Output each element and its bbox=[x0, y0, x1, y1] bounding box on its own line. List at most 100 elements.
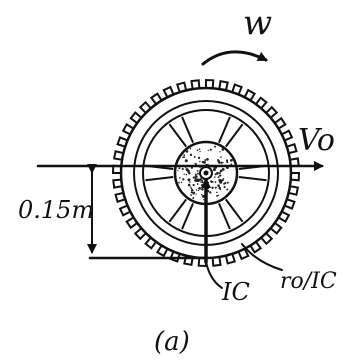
spoke-line bbox=[218, 116, 231, 144]
hub-dot bbox=[183, 173, 185, 175]
hub-dot bbox=[223, 182, 226, 185]
hub-dot bbox=[214, 145, 217, 148]
hub-dot bbox=[220, 156, 222, 158]
hub-dot bbox=[182, 156, 184, 158]
tire-tooth bbox=[162, 85, 175, 98]
tire-tooth bbox=[114, 191, 126, 204]
tire-tooth bbox=[249, 241, 263, 254]
tire-tooth bbox=[231, 83, 243, 95]
hub-dot bbox=[183, 154, 186, 157]
hub-dot bbox=[214, 181, 217, 184]
hub-dot bbox=[189, 148, 192, 150]
tire-tooth bbox=[121, 123, 135, 136]
hub-dot bbox=[230, 159, 233, 162]
hub-dot bbox=[206, 158, 209, 161]
hub-dot bbox=[211, 180, 214, 183]
hub-dot bbox=[185, 150, 189, 153]
tire-tooth bbox=[125, 216, 138, 230]
hub-dot bbox=[221, 167, 225, 171]
tire-tooth bbox=[116, 136, 128, 148]
hub-dot bbox=[193, 155, 196, 158]
tire-tooth bbox=[149, 92, 163, 105]
hub-dot bbox=[222, 162, 224, 164]
hub-dot bbox=[192, 197, 195, 199]
hub-dot bbox=[196, 170, 199, 172]
spoke-line bbox=[168, 123, 187, 148]
hub-dot bbox=[216, 191, 218, 194]
hub-dot bbox=[218, 161, 221, 164]
hub-dot bbox=[197, 172, 200, 175]
spoke-line bbox=[218, 202, 231, 230]
spoke-line bbox=[168, 198, 187, 223]
hub-dot bbox=[190, 194, 192, 196]
tire-tooth bbox=[211, 256, 222, 267]
hub-dot bbox=[187, 169, 190, 173]
hub-dot bbox=[196, 183, 199, 185]
hub-dot bbox=[209, 191, 212, 194]
hub-dot bbox=[195, 189, 198, 191]
hub-dot bbox=[226, 161, 229, 164]
tire-tooth bbox=[281, 129, 294, 142]
hub-dot bbox=[180, 181, 183, 184]
tire-tooth bbox=[190, 79, 201, 90]
hub-dot bbox=[179, 177, 181, 179]
hub-dot bbox=[207, 181, 210, 184]
tire-tooth bbox=[138, 100, 152, 114]
hub-dot bbox=[209, 148, 212, 151]
hub-dot bbox=[192, 183, 195, 187]
hub-dot bbox=[219, 169, 223, 173]
hub-dot bbox=[226, 159, 229, 162]
tire-tooth bbox=[237, 248, 250, 261]
tire-tooth bbox=[133, 227, 147, 241]
hub-dot bbox=[190, 191, 193, 194]
position-vector-label: ro/IC bbox=[280, 269, 337, 294]
curved-arrow-icon bbox=[201, 50, 268, 66]
tire-tooth bbox=[274, 116, 287, 130]
tire-tooth bbox=[224, 253, 237, 265]
hub-dot bbox=[220, 174, 222, 177]
tire-tooth bbox=[288, 185, 300, 196]
hub-dot bbox=[223, 186, 226, 189]
hub-dot bbox=[187, 178, 190, 181]
hub-dot bbox=[218, 186, 221, 190]
hub-dot bbox=[207, 149, 209, 152]
figure-caption: (a) bbox=[154, 327, 190, 357]
hub-dot bbox=[201, 187, 204, 191]
tire-tooth bbox=[243, 88, 256, 102]
hub-dot bbox=[199, 150, 201, 153]
tire-tooth bbox=[260, 232, 274, 246]
hub-dot bbox=[182, 178, 185, 181]
tire-tooth bbox=[255, 96, 268, 110]
spoke-line bbox=[225, 123, 244, 148]
hub-dot bbox=[221, 148, 225, 151]
spoke-line bbox=[181, 202, 194, 230]
hub-dot bbox=[177, 169, 179, 172]
hub-dot bbox=[190, 189, 194, 192]
hub-dot bbox=[194, 163, 197, 166]
tire-tooth bbox=[112, 150, 124, 161]
hub-dot bbox=[217, 194, 220, 196]
hub-dot bbox=[216, 194, 218, 197]
hub-dot bbox=[194, 177, 197, 180]
hub-dot bbox=[196, 179, 200, 183]
hub-dot bbox=[218, 171, 221, 175]
hub-dot bbox=[220, 161, 223, 164]
tire-tooth bbox=[290, 172, 301, 182]
hub-dot bbox=[190, 154, 193, 157]
tire-tooth bbox=[205, 78, 215, 89]
hub-dot bbox=[226, 181, 229, 184]
hub-dot bbox=[200, 181, 202, 183]
hub-dot bbox=[189, 186, 192, 188]
hub-dot bbox=[204, 159, 207, 162]
spoke-line bbox=[181, 116, 194, 144]
tire-tooth bbox=[277, 210, 291, 223]
tire-tooth bbox=[286, 142, 298, 155]
tire-tooth bbox=[218, 79, 229, 91]
hub-dot bbox=[219, 179, 223, 183]
hub-dot bbox=[178, 181, 180, 184]
hub-dot bbox=[201, 183, 204, 187]
tire-tooth bbox=[118, 204, 131, 217]
tire-tooth bbox=[129, 111, 143, 124]
hub-dot bbox=[188, 172, 191, 175]
